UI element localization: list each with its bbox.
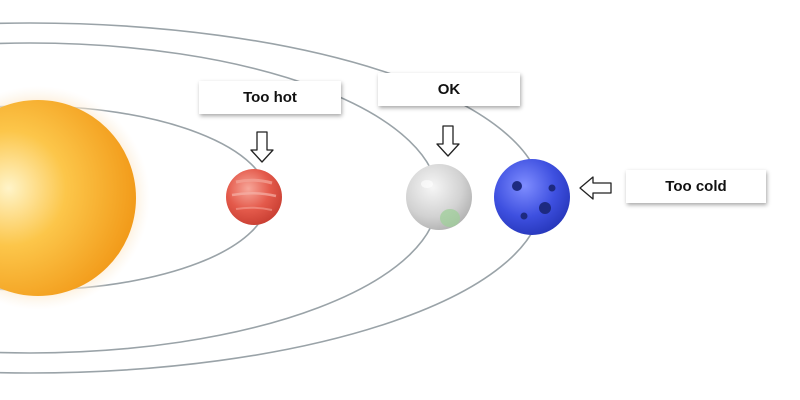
- ok-planet: [406, 164, 472, 230]
- too-cold-label: Too cold: [626, 170, 766, 203]
- too-hot-label: Too hot: [199, 81, 341, 114]
- down-arrow-icon: [436, 125, 460, 157]
- down-arrow-icon: [250, 131, 274, 163]
- left-arrow-icon: [579, 176, 612, 200]
- cold-planet: [494, 159, 570, 235]
- sun: [0, 86, 150, 310]
- hot-planet: [226, 169, 282, 225]
- ok-label: OK: [378, 73, 520, 106]
